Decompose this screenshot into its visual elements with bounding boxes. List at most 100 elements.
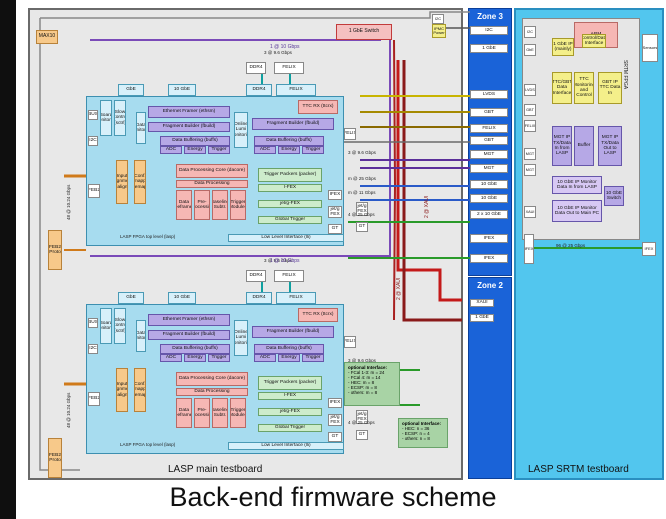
lower-i-fex: I-FEX bbox=[258, 392, 322, 400]
srtm-ttc-ip: TTC/GBT Data Interface bbox=[552, 72, 572, 104]
srtm-port-felix: FELIX bbox=[524, 120, 536, 132]
upper-felix-chip: FELIX bbox=[274, 62, 304, 74]
upper-bus-port: BUS bbox=[88, 110, 98, 120]
upper-board-monitoring: Board Monitoring bbox=[100, 100, 112, 136]
mid-link-label: 1 @ 10 Gbps bbox=[270, 258, 300, 264]
srtm-ifex-out: IFEX bbox=[642, 242, 656, 256]
lower-fpga-label: LASP FPGA top level (lasp) bbox=[120, 442, 220, 450]
upper-data-processing-core: Data Processing Core (dacore) bbox=[176, 164, 248, 178]
srtm-port-mgt: MGT bbox=[524, 164, 536, 176]
srtm-port-gbe: GbE bbox=[524, 44, 536, 56]
srtm-port-i2c: I2C bbox=[524, 26, 536, 38]
xaui-label-2: 2 @ XAUI bbox=[396, 278, 402, 300]
lower-pre-processing: Pre-Processing bbox=[194, 398, 210, 428]
srtm-ttc-mon: TTC Monitoring and Control bbox=[574, 72, 594, 104]
lower-ddr4-chip: DDR4 bbox=[246, 270, 266, 282]
lower-lli: Low Level Interface (lli) bbox=[228, 442, 344, 450]
upper-fpga-label: LASP FPGA top level (lasp) bbox=[120, 234, 220, 242]
upper-felix-side-port: FELIX bbox=[344, 128, 356, 140]
upper-gt-out: GT bbox=[356, 222, 368, 232]
lower-fragment-builder-1: Fragment Builder (fbuild) bbox=[148, 330, 230, 340]
upper-slow-control: Slow Control (sctrl) bbox=[114, 100, 126, 136]
optional-interface-box-2: optional Interface: - HEC: n = 36 - ECSP… bbox=[398, 418, 448, 448]
optional-interface-box-1: optional Interface: - FCal 1-3: m = 24 -… bbox=[344, 362, 400, 406]
max10-chip: MAX10 bbox=[36, 30, 58, 44]
lower-ttc-rx: TTC RX (ttcrx) bbox=[298, 308, 338, 322]
lower-gbe-port: GbE bbox=[118, 292, 144, 304]
lower-board-monitoring: Board Monitoring bbox=[100, 308, 112, 344]
upper-ddr4-port: DDR4 bbox=[246, 84, 272, 96]
upper-adc-buffer-2: ADC bbox=[254, 146, 276, 154]
srtm-tx-ip: MGT IP TX/Data In from LASP bbox=[552, 126, 572, 166]
srtm-mon-out: 10 GbE IP Monitor Data Out to Main PC bbox=[552, 200, 602, 222]
lower-data-buffering-1: Data Buffering (buffs) bbox=[160, 344, 230, 354]
upper-i-fex: I-FEX bbox=[258, 184, 322, 192]
srtm-fpga-label: SRTM FPGA bbox=[622, 60, 628, 89]
upper-trigger-buffer-1: Trigger bbox=[208, 146, 230, 154]
lower-fragment-builder-2: Fragment Builder (fbuild) bbox=[252, 326, 334, 338]
lower-trigger-packers: Trigger Packers (packer) bbox=[258, 376, 322, 390]
lower-global-trigger: Global Trigger bbox=[258, 424, 322, 432]
srtm-mon-in: 10 GbE IP Monitor Data In from LASP bbox=[552, 176, 602, 194]
upper-felix-port: FELIX bbox=[276, 84, 316, 96]
upper-lli: Low Level Interface (lli) bbox=[228, 234, 344, 242]
lower-conf-remapping: Conf. Remapping (remap) bbox=[134, 368, 146, 412]
upper-data-deframer: Data Deframer bbox=[176, 190, 192, 220]
upper-input-alignment: Input Alignment (ialign) bbox=[116, 160, 128, 204]
lower-feb2-port: FEB2 bbox=[88, 392, 100, 406]
upper-online-lumi: Online Lumi Monitoring bbox=[234, 112, 248, 148]
upper-rate-11: m @ 11 Gbps bbox=[348, 190, 388, 198]
lower-rate-in: 48 @ 10.24 Gbps bbox=[66, 378, 78, 428]
upper-rate-96: 3 @ 9.6 Gbps bbox=[348, 150, 388, 158]
upper-rate-25b: 4 @ 25 Gbps bbox=[348, 212, 388, 220]
lower-input-alignment: Input Alignment (ialign) bbox=[116, 368, 128, 412]
upper-trigger-modules: Trigger Modules bbox=[230, 190, 246, 220]
lower-jgfex-side-port: jet/g FEX bbox=[328, 414, 342, 426]
srtm-10g-switch: 10 GbE Switch bbox=[604, 186, 624, 206]
lower-data-monitoring: Data Monitoring bbox=[136, 320, 146, 352]
upper-felix-rate: 3 @ 9.6 Gbps bbox=[264, 50, 324, 58]
lower-rate-25b: 4 @ 25 Gbps bbox=[348, 420, 388, 428]
lower-jet-g-fex: jet/g-FEX bbox=[258, 408, 322, 416]
lower-bus-port: BUS bbox=[88, 318, 98, 328]
upper-ddr4-chip: DDR4 bbox=[246, 62, 266, 74]
upper-rate-in: 48 @ 10.24 Gbps bbox=[66, 170, 78, 220]
upper-trigger-packers: Trigger Packers (packer) bbox=[258, 168, 322, 182]
lower-adc-buffer-1: ADC bbox=[160, 354, 182, 362]
upper-feb2-port: FEB2 bbox=[88, 184, 100, 198]
upper-conf-remapping: Conf. Remapping (remap) bbox=[134, 160, 146, 204]
xaui-label-1: 2 @ XAUI bbox=[424, 196, 430, 218]
main-board-title: LASP main testboard bbox=[168, 464, 262, 475]
lower-ethernet-framer: Ethernet Framer (ethsm) bbox=[148, 314, 230, 326]
upper-gt-side-port: GT bbox=[328, 224, 342, 234]
upper-i2c-port: I2C bbox=[88, 136, 98, 146]
lower-felix-side-port: FELIX bbox=[344, 336, 356, 348]
lower-energy-buffer-1: Energy bbox=[184, 354, 206, 362]
srtm-sgmii: 1 GbE IP (mainly) bbox=[552, 38, 574, 56]
upper-fragment-builder-2: Fragment Builder (fbuild) bbox=[252, 118, 334, 130]
upper-jet-g-fex: jet/g-FEX bbox=[258, 200, 322, 208]
srtm-ctrl: Control/Data Interface bbox=[582, 34, 606, 48]
upper-energy-buffer-2: Energy bbox=[278, 146, 300, 154]
lower-data-processing-core: Data Processing Core (dacore) bbox=[176, 372, 248, 386]
srtm-port-lvds: LVDS bbox=[524, 84, 536, 96]
srtm-board-title: LASP SRTM testboard bbox=[528, 464, 629, 475]
upper-data-buffering-1: Data Buffering (buffs) bbox=[160, 136, 230, 146]
upper-energy-buffer-1: Energy bbox=[184, 146, 206, 154]
upper-pre-processing: Pre-Processing bbox=[194, 190, 210, 220]
lower-gt-side-port: GT bbox=[328, 432, 342, 442]
lower-ifex-side-port: IFEX bbox=[328, 398, 342, 408]
figure-caption: Back-end firmware scheme bbox=[0, 482, 666, 513]
upper-gbe-port: GbE bbox=[118, 84, 144, 96]
upper-global-trigger: Global Trigger bbox=[258, 216, 322, 224]
lower-gt-out: GT bbox=[356, 430, 368, 440]
upper-data-processing: Data Processing bbox=[176, 180, 248, 188]
lower-trigger-buffer-1: Trigger bbox=[208, 354, 230, 362]
upper-ethernet-framer: Ethernet Framer (ethsm) bbox=[148, 106, 230, 118]
ipmc-power: IPMC Power bbox=[432, 24, 446, 38]
upper-trigger-buffer-2: Trigger bbox=[302, 146, 324, 154]
upper-adc-buffer-1: ADC bbox=[160, 146, 182, 154]
lower-felix-chip: FELIX bbox=[274, 270, 304, 282]
srtm-tx-out: MGT IP TX/Data Out to LASP bbox=[598, 126, 622, 166]
lower-data-processing: Data Processing bbox=[176, 388, 248, 396]
